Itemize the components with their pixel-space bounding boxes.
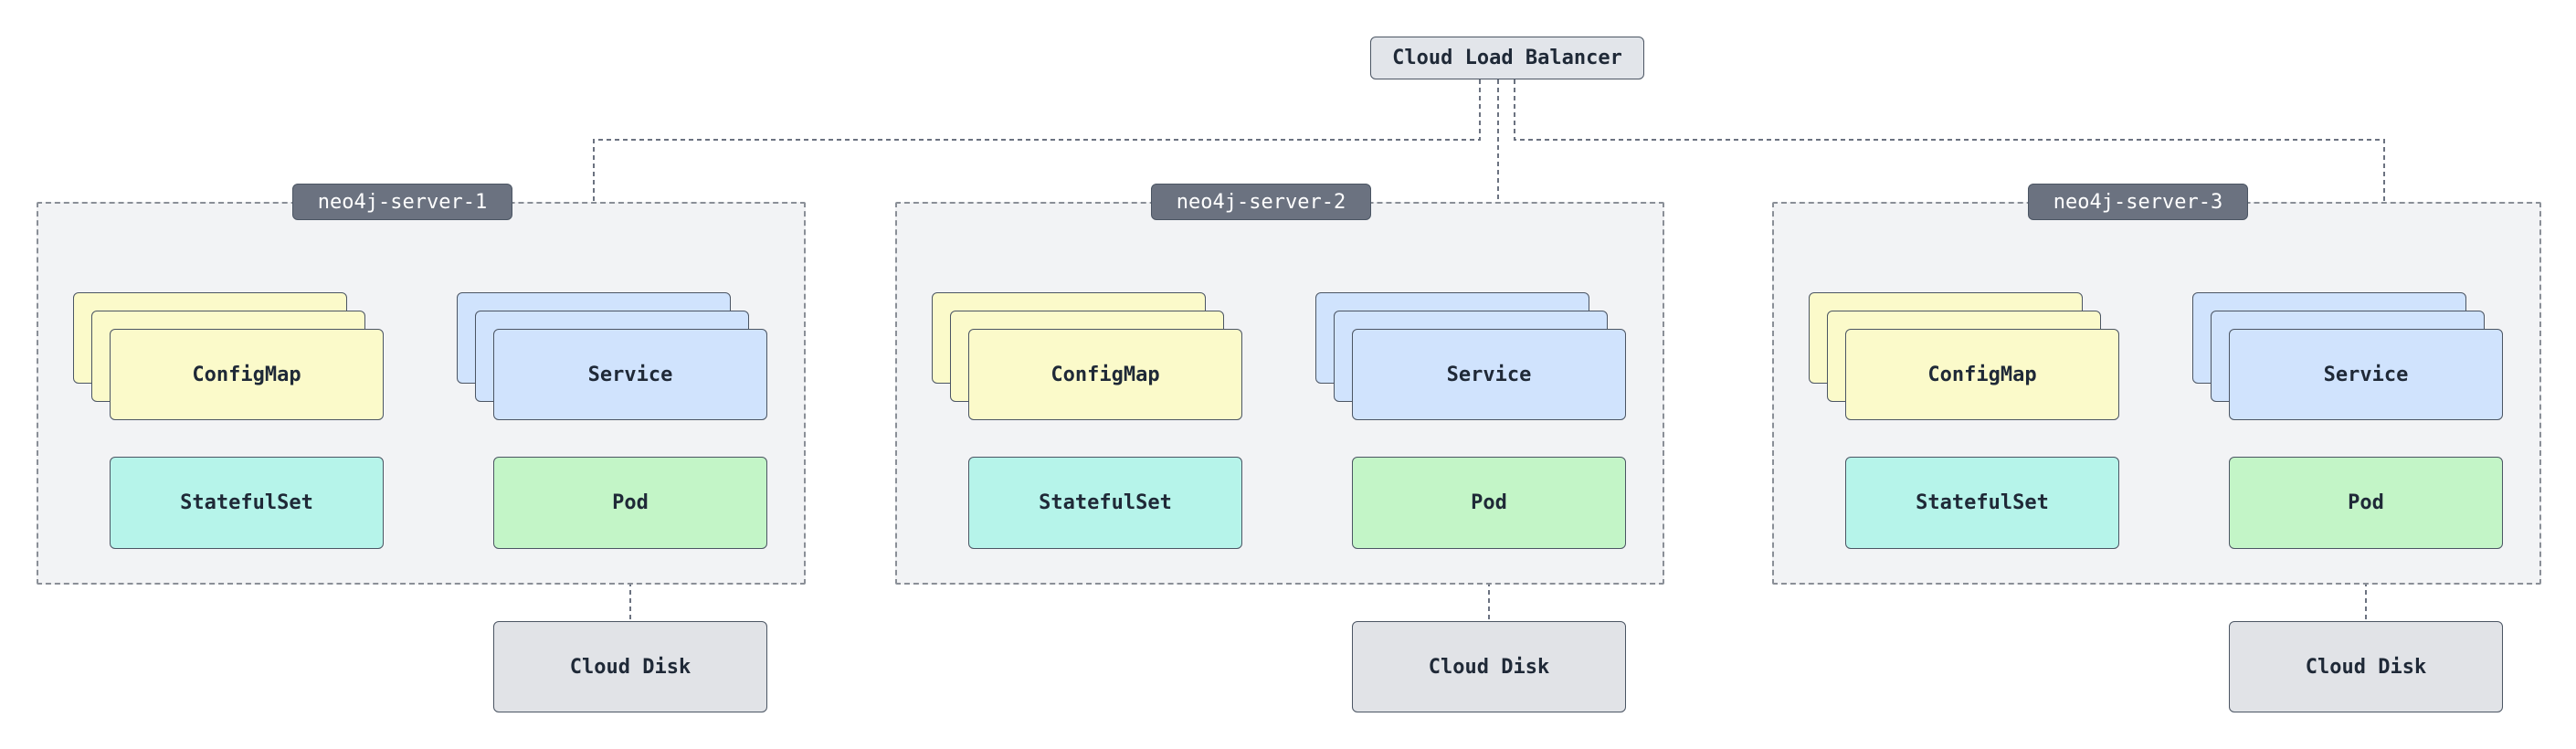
server-label-2: neo4j-server-2	[1151, 184, 1371, 220]
server-name-2: neo4j-server-2	[1176, 190, 1346, 214]
service-label-3: Service	[2323, 363, 2409, 386]
cloud-disk-node-1[interactable]: Cloud Disk	[493, 621, 767, 712]
configmap-node-2[interactable]: ConfigMap	[968, 329, 1242, 420]
statefulset-node-1[interactable]: StatefulSet	[110, 457, 384, 549]
pod-node-2[interactable]: Pod	[1352, 457, 1626, 549]
pod-label-3: Pod	[2348, 491, 2384, 514]
configmap-label-3: ConfigMap	[1927, 363, 2037, 386]
cloud-disk-label-3: Cloud Disk	[2305, 655, 2427, 679]
configmap-node-3[interactable]: ConfigMap	[1845, 329, 2119, 420]
statefulset-label-2: StatefulSet	[1039, 491, 1172, 514]
cloud-disk-label-2: Cloud Disk	[1428, 655, 1550, 679]
service-node-1[interactable]: Service	[493, 329, 767, 420]
pod-label-1: Pod	[612, 491, 649, 514]
server-label-1: neo4j-server-1	[292, 184, 512, 220]
load-balancer-node[interactable]: Cloud Load Balancer	[1370, 37, 1644, 79]
connector-lb-server-1	[593, 79, 1481, 202]
load-balancer-label: Cloud Load Balancer	[1392, 47, 1622, 69]
configmap-node-1[interactable]: ConfigMap	[110, 329, 384, 420]
statefulset-label-3: StatefulSet	[1916, 491, 2049, 514]
cloud-disk-node-3[interactable]: Cloud Disk	[2229, 621, 2503, 712]
service-node-2[interactable]: Service	[1352, 329, 1626, 420]
configmap-label-1: ConfigMap	[192, 363, 301, 386]
pod-node-1[interactable]: Pod	[493, 457, 767, 549]
pod-node-3[interactable]: Pod	[2229, 457, 2503, 549]
server-name-1: neo4j-server-1	[317, 190, 488, 214]
statefulset-node-2[interactable]: StatefulSet	[968, 457, 1242, 549]
service-label-1: Service	[587, 363, 673, 386]
service-label-2: Service	[1446, 363, 1532, 386]
server-name-3: neo4j-server-3	[2053, 190, 2223, 214]
statefulset-label-1: StatefulSet	[180, 491, 313, 514]
connector-lb-server-3	[1514, 79, 2385, 202]
cloud-disk-node-2[interactable]: Cloud Disk	[1352, 621, 1626, 712]
pod-label-2: Pod	[1471, 491, 1507, 514]
service-node-3[interactable]: Service	[2229, 329, 2503, 420]
cloud-disk-label-1: Cloud Disk	[569, 655, 692, 679]
configmap-label-2: ConfigMap	[1050, 363, 1160, 386]
statefulset-node-3[interactable]: StatefulSet	[1845, 457, 2119, 549]
server-label-3: neo4j-server-3	[2028, 184, 2248, 220]
